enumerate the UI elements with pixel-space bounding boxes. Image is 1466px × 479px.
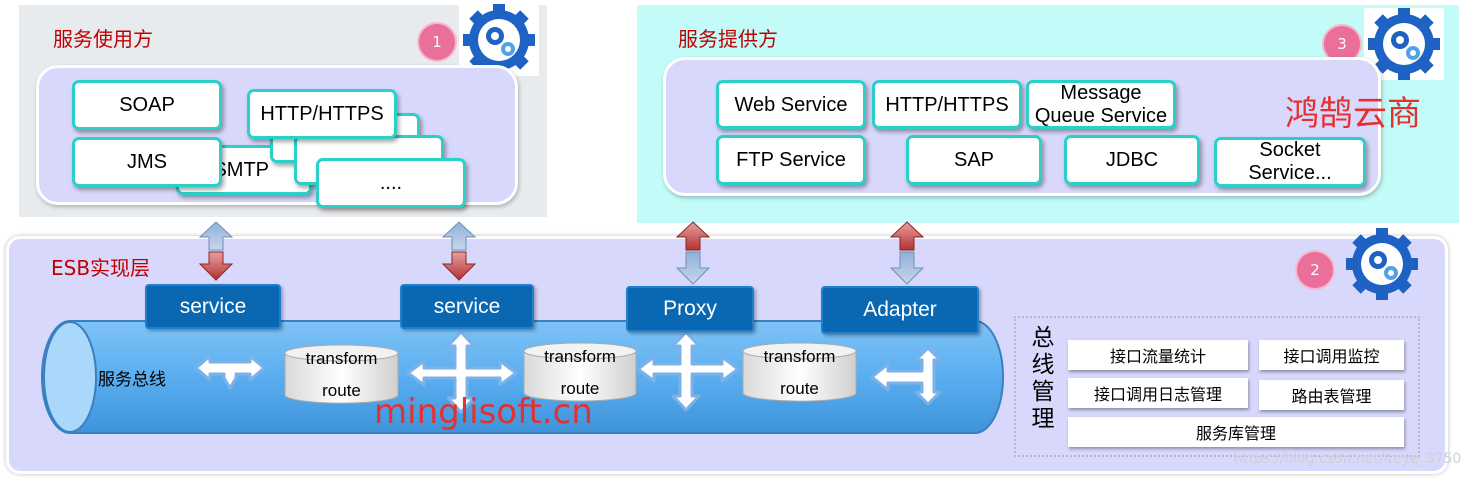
consumer-http-box: HTTP/HTTPS	[247, 89, 397, 139]
provider-http-box: HTTP/HTTPS	[872, 80, 1022, 129]
consumer-title: 服务使用方	[53, 27, 153, 51]
route-label: route	[322, 381, 361, 400]
credit-watermark: https://blog.csdn.net/iteye_3750	[1234, 451, 1462, 467]
mgmt-traffic-stat: 接口流量统计	[1068, 340, 1248, 370]
transform-route-node-1: transform route	[284, 344, 399, 404]
mgmt-route-table: 路由表管理	[1259, 380, 1404, 410]
arrow-provider-1	[675, 221, 711, 285]
consumer-gear-box	[459, 4, 539, 76]
management-title: 总线管理	[1031, 325, 1055, 432]
transform-label: transform	[544, 347, 616, 366]
consumer-jms-box: JMS	[72, 137, 222, 187]
management-panel	[1014, 316, 1420, 457]
bus-label: 服务总线	[98, 370, 166, 390]
provider-badge: 3	[1324, 26, 1360, 62]
arrow-provider-2	[889, 221, 925, 285]
esb-service-button-1: service	[145, 284, 281, 329]
gear-icon	[1368, 8, 1440, 80]
arrow-consumer-1	[198, 221, 234, 281]
esb-badge: 2	[1297, 252, 1333, 288]
bus-arrow-right	[870, 346, 942, 406]
route-label: route	[780, 379, 819, 398]
mgmt-service-repo: 服务库管理	[1068, 417, 1404, 447]
consumer-badge: 1	[419, 24, 455, 60]
consumer-more-box: ....	[316, 158, 466, 208]
route-label: route	[560, 379, 600, 398]
transform-label: transform	[305, 349, 378, 368]
esb-watermark: minglisoft.cn	[374, 392, 593, 432]
transform-route-node-2: transform route	[523, 342, 637, 402]
consumer-soap-box: SOAP	[72, 80, 222, 130]
provider-title: 服务提供方	[678, 27, 778, 51]
provider-ftp-box: FTP Service	[716, 135, 866, 185]
bus-arrow-cross-2	[636, 330, 740, 412]
transform-route-node-3: transform route	[742, 342, 857, 402]
esb-service-button-2: service	[400, 284, 534, 329]
esb-adapter-button: Adapter	[821, 286, 979, 334]
transform-label: transform	[763, 347, 836, 366]
bus-arrow-left	[194, 354, 266, 390]
mgmt-call-monitor: 接口调用监控	[1259, 340, 1404, 370]
provider-watermark: 鸿鹄云商	[1285, 94, 1421, 134]
provider-webservice-box: Web Service	[716, 80, 866, 129]
esb-title: ESB实现层	[51, 256, 151, 280]
provider-sap-box: SAP	[906, 135, 1042, 185]
bus-arrow-cross-1	[406, 330, 518, 414]
gear-icon	[1346, 228, 1418, 300]
esb-gear-box	[1342, 228, 1422, 300]
provider-mq-box: Message Queue Service	[1026, 80, 1176, 129]
gear-icon	[463, 4, 535, 76]
arrow-consumer-2	[441, 221, 477, 281]
provider-jdbc-box: JDBC	[1064, 135, 1200, 185]
mgmt-call-log: 接口调用日志管理	[1068, 378, 1248, 408]
esb-proxy-button: Proxy	[626, 286, 754, 332]
provider-socket-box: Socket Service...	[1214, 137, 1366, 187]
